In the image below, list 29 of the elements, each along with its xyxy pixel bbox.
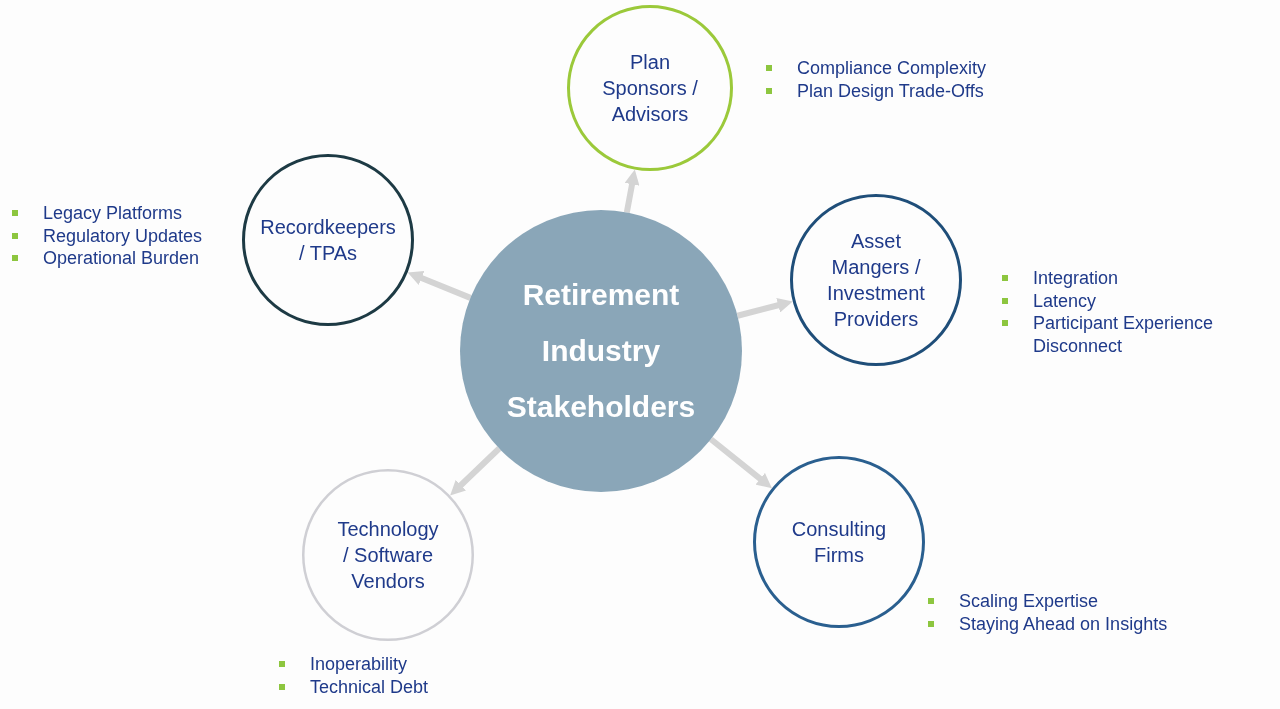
circle-label: Consulting Firms <box>790 517 888 568</box>
stakeholder-circle <box>242 154 414 326</box>
arrow <box>406 269 472 301</box>
hub-circle <box>460 210 742 492</box>
bullet-text: Technical Debt <box>310 675 429 698</box>
circle-label: Asset Mangers / Investment Providers <box>826 229 926 332</box>
arrow <box>709 436 774 491</box>
circle-label: Plan Sponsors / Advisors <box>601 50 699 127</box>
arrow <box>736 298 794 319</box>
circle-label: Retirement Industry Stakeholders <box>505 277 697 425</box>
bullet-text: Integration <box>1033 267 1120 290</box>
bullet-text: Participant Experience Disconnect <box>1033 312 1215 357</box>
bullet-text: Regulatory Updates <box>43 224 203 247</box>
bullet-text: Plan Design Trade-Offs <box>797 79 984 102</box>
bullet-text: Legacy Platforms <box>43 202 183 225</box>
bullet-text: Latency <box>1033 289 1098 312</box>
arrow <box>623 169 640 213</box>
bullet-text: Operational Burden <box>43 247 200 270</box>
stakeholder-circle <box>790 194 962 366</box>
stakeholder-circle <box>753 456 925 628</box>
bullet-text: Scaling Expertise <box>959 590 1099 613</box>
stakeholder-circle <box>567 5 733 171</box>
arrow <box>448 446 502 498</box>
circle-label: Recordkeepers / TPAs <box>259 215 397 266</box>
stakeholder-circle <box>302 469 474 641</box>
circle-label: Technology / Software Vendors <box>336 517 440 594</box>
bullet-text: Inoperability <box>310 653 408 676</box>
bullet-text: Compliance Complexity <box>797 57 987 80</box>
bullet-text: Staying Ahead on Insights <box>959 612 1168 635</box>
